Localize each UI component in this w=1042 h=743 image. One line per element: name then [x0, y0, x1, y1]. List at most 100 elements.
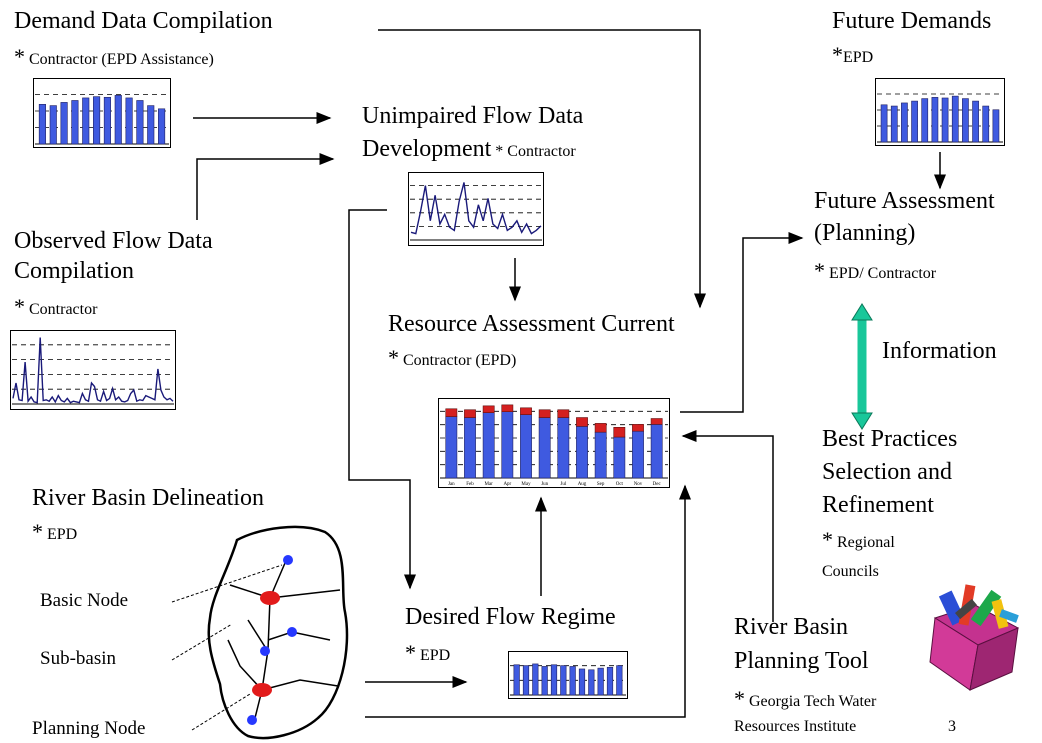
bar — [962, 98, 969, 143]
series-line — [12, 337, 174, 404]
bar — [464, 417, 476, 479]
bar — [951, 95, 959, 143]
bar — [103, 96, 111, 145]
arrow-observed-to-unimpaired — [196, 153, 335, 220]
bar — [550, 664, 558, 696]
tick-label: Jul — [560, 482, 566, 487]
arrow-tool-to-resource — [681, 430, 774, 622]
future-demands-bar-chart — [875, 78, 1005, 146]
demand-title: Demand Data Compilation — [14, 8, 273, 34]
arrow-map-to-resource — [365, 484, 691, 718]
arrow-unimpaired-to-desired — [348, 209, 416, 590]
observed-flow-line-chart — [10, 330, 176, 410]
bar-stack-top — [464, 409, 476, 418]
tick-label: Sep — [597, 482, 605, 487]
observed-subtitle: * Contractor — [14, 294, 98, 319]
planning-node-red-lower — [252, 683, 272, 697]
resource-subtitle: * Contractor (EPD) — [388, 345, 517, 370]
bar — [606, 666, 614, 696]
future-assessment-title-line2: (Planning) — [814, 220, 916, 246]
bar-stack-top — [557, 409, 570, 418]
desired-subtitle: * EPD — [405, 640, 451, 665]
bar-stack-top — [613, 426, 626, 438]
bar — [569, 666, 576, 696]
bar — [520, 414, 532, 479]
bar — [921, 98, 929, 143]
bar-stack-top — [482, 405, 495, 413]
basic-node-blue — [283, 555, 293, 565]
bar — [60, 102, 68, 145]
bar-stack-top — [520, 407, 532, 415]
bar-stack-top — [538, 409, 551, 418]
bar — [982, 105, 990, 143]
toolbox-icon — [929, 584, 1020, 691]
future-demands-subtitle: *EPD — [832, 42, 874, 67]
future-demands-title: Future Demands — [832, 8, 992, 34]
planning-tool-sub-line2: Resources Institute — [734, 718, 857, 735]
resource-title: Resource Assessment Current — [388, 311, 675, 337]
best-practices-line3: Refinement — [822, 492, 934, 518]
basic-node-label: Basic Node — [40, 590, 129, 611]
tick-label: May — [521, 482, 531, 487]
tick-label: Aug — [578, 482, 587, 487]
observed-title-line1: Observed Flow Data — [14, 228, 213, 254]
river-basin-map — [171, 525, 349, 740]
best-practices-line1: Best Practices — [822, 426, 958, 452]
bar — [147, 105, 155, 145]
bar-stack-top — [576, 417, 588, 427]
demand-subtitle: * Contractor (EPD Assistance) — [14, 44, 214, 69]
bar — [114, 95, 122, 145]
bar — [578, 668, 586, 696]
bar — [125, 97, 133, 145]
bar-stack-top — [594, 423, 607, 433]
information-label: Information — [882, 338, 997, 364]
bar — [38, 104, 46, 145]
best-practices-line2: Selection and — [822, 459, 952, 485]
resource-stacked-bar-chart: Jan Feb Mar Apr May Jun Jul Aug Sep Oct Nov Dec — [438, 398, 670, 488]
bar — [445, 416, 458, 479]
bar — [513, 664, 520, 696]
bar — [613, 436, 626, 479]
future-assessment-title-line1: Future Assessment — [814, 188, 995, 214]
bar — [941, 97, 949, 143]
bar — [911, 100, 918, 143]
bar — [538, 417, 551, 479]
bar — [93, 96, 101, 145]
tick-label: Jan — [448, 482, 455, 487]
bar — [158, 108, 166, 145]
tick-label: Dec — [653, 482, 662, 487]
best-practices-sub-line2: Councils — [822, 563, 879, 580]
tick-label: Nov — [634, 482, 643, 487]
tick-label: Feb — [466, 482, 474, 487]
bar — [890, 105, 898, 143]
planning-node-red-upper — [260, 591, 280, 605]
observed-title-line2: Compilation — [14, 258, 134, 284]
bar — [594, 431, 607, 479]
bar — [880, 104, 888, 143]
bar-stack-top — [650, 418, 663, 425]
tick-label: Oct — [616, 482, 624, 487]
bar — [501, 411, 514, 479]
tick-label: Apr — [503, 482, 511, 487]
bar-stack-top — [632, 424, 644, 432]
basic-node-blue — [247, 715, 257, 725]
bar — [560, 665, 567, 696]
tick-label: Jun — [541, 482, 548, 487]
arrow-demand-to-resource — [378, 29, 706, 309]
planning-tool-sub-line1: * Georgia Tech Water — [734, 686, 877, 711]
chart-frame — [408, 172, 544, 246]
tick-label: Mar — [484, 482, 493, 487]
bar — [588, 669, 595, 696]
bar — [49, 105, 57, 145]
bar — [82, 97, 90, 145]
bar — [557, 417, 570, 479]
planning-tool-line1: River Basin — [734, 614, 848, 640]
series-line — [410, 182, 542, 235]
bar — [576, 426, 588, 479]
page-number: 3 — [948, 718, 956, 735]
desired-flow-bar-chart — [508, 651, 628, 699]
basic-node-blue — [260, 646, 270, 656]
desired-title: Desired Flow Regime — [405, 604, 616, 630]
bar — [532, 663, 539, 696]
